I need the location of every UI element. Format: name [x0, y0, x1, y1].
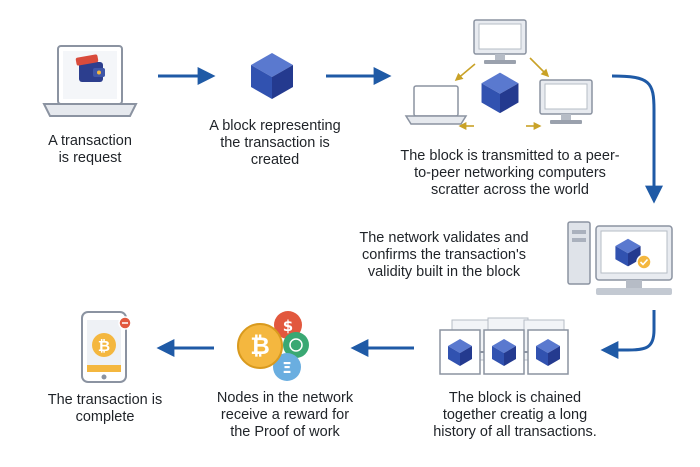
smartphone-bitcoin-icon: ₿: [81, 311, 132, 383]
dollar-symbol: $: [283, 317, 293, 335]
validating-computer-icon: [567, 221, 673, 295]
step-6-caption: Nodes in the network receive a reward fo…: [216, 390, 354, 440]
step-2-caption: A block representing the transaction is …: [209, 118, 341, 168]
step-1-caption: A transaction is request: [48, 133, 132, 166]
phone-bitcoin-symbol: ₿: [98, 337, 110, 355]
chained-blocks-icon: [439, 317, 569, 375]
flow-arrow-icon: [611, 74, 663, 204]
bitcoin-symbol: ₿: [250, 332, 270, 360]
crypto-coins-icon: ₿ $ Ξ: [237, 311, 309, 381]
block-cube-icon: [251, 53, 293, 99]
step-4-caption: The network validates and confirms the t…: [359, 230, 529, 280]
step-5-caption: The block is chained together creatig a …: [433, 390, 597, 440]
peer-network-icon: [404, 19, 593, 130]
step-3-caption: The block is transmitted to a peer- to-p…: [400, 148, 620, 198]
step-7-caption: The transaction is complete: [47, 392, 163, 425]
laptop-wallet-icon: [42, 45, 138, 117]
ether-symbol: Ξ: [282, 359, 291, 377]
flow-arrow-icon: [600, 310, 656, 359]
